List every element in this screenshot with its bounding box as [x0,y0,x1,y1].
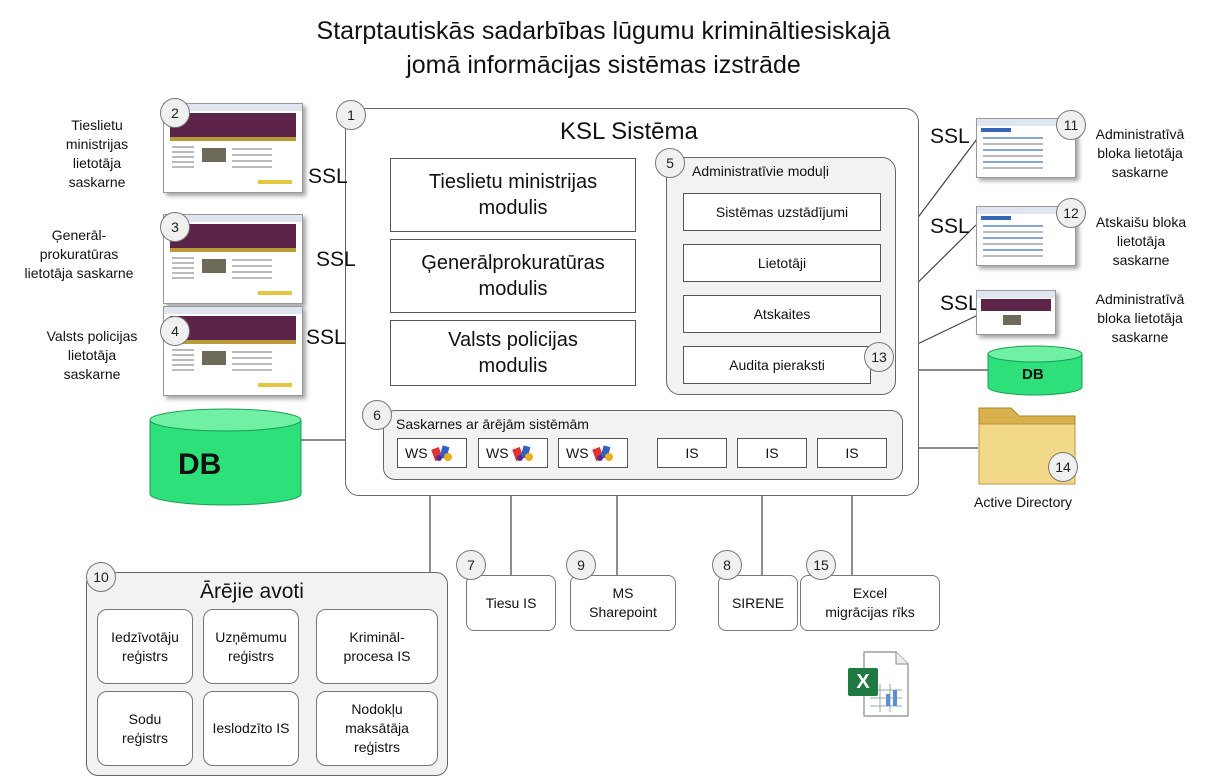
ssl-label-2: SSL [316,248,356,271]
caption-admin-ui-1: Administratīvā bloka lietotāja saskarne [1095,126,1185,180]
caption-reports-ui: Atskaišu bloka lietotāja saskarne [1095,214,1187,268]
active-directory-label: Active Directory [974,494,1073,510]
ssl-label-3: SSL [306,326,346,349]
badge-2: 2 [160,98,190,128]
badge-5: 5 [655,148,685,178]
web-service-icon [591,445,613,462]
caption-tieslietu-ui: Tieslietu ministrijas lietotāja saskarne [65,117,129,190]
web-service-icon [430,445,452,462]
source-iedzivotaju-registrs[interactable]: Iedzīvotāju reģistrs [97,609,193,684]
badge-12: 12 [1056,198,1086,228]
admin-item-settings[interactable]: Sistēmas uzstādījumi [683,193,881,231]
ws-label: WS [486,445,509,461]
caption-generalprokuratura-ui: Ģenerāl- prokuratūras lietotāja saskarne [24,227,134,281]
module-generalprokuratura[interactable]: Ģenerālprokuratūras modulis [390,239,636,313]
ws-interface-3[interactable]: WS [558,438,628,468]
external-interfaces-container [383,410,903,480]
external-sources-title: Ārējie avoti [200,580,304,603]
excel-icon: X [848,651,909,717]
system-ms-sharepoint[interactable]: MS Sharepoint [570,575,676,631]
badge-10: 10 [86,562,116,592]
small-db-label: DB [1022,366,1044,383]
badge-3: 3 [160,212,190,242]
diagram-title-line2: jomā informācijas sistēmas izstrāde [406,51,801,79]
badge-15: 15 [806,550,836,580]
system-tiesu-is[interactable]: Tiesu IS [466,575,556,631]
web-service-icon [511,445,533,462]
is-interface-1[interactable]: IS [657,438,727,468]
source-uznemumu-registrs[interactable]: Uzņēmumu reģistrs [203,609,299,684]
screenshot-admin-ui-2 [976,290,1056,335]
badge-11: 11 [1056,110,1086,140]
main-db-label: DB [178,448,222,481]
module-valsts-policija[interactable]: Valsts policijas modulis [390,320,636,386]
badge-4: 4 [160,316,190,346]
ws-interface-2[interactable]: WS [478,438,548,468]
is-interface-2[interactable]: IS [737,438,807,468]
source-nodoklu-maksataja-registrs[interactable]: Nodokļu maksātāja reģistrs [316,691,438,766]
admin-modules-title: Administratīvie moduļi [692,163,829,179]
badge-1: 1 [336,100,366,130]
diagram-title-line1: Starptautiskās sadarbības lūgumu kriminā… [316,17,891,45]
external-interfaces-title: Saskarnes ar ārējām sistēmām [396,416,589,432]
admin-item-reports[interactable]: Atskaites [683,295,881,333]
ssl-label-1: SSL [308,165,348,188]
module-tieslietu[interactable]: Tieslietu ministrijas modulis [390,158,636,232]
badge-6: 6 [362,400,392,430]
small-database-icon [987,345,1083,396]
admin-item-users[interactable]: Lietotāji [683,244,881,282]
source-kriminalprocesa-is[interactable]: Krimināl- procesa IS [316,609,438,684]
badge-14: 14 [1048,452,1078,482]
badge-7: 7 [456,550,486,580]
is-interface-3[interactable]: IS [817,438,887,468]
admin-item-audit[interactable]: Audita pieraksti [683,346,871,384]
ksl-system-title: KSL Sistēma [560,118,698,145]
ssl-label-13: SSL [940,292,980,315]
system-sirene[interactable]: SIRENE [718,575,798,631]
badge-13: 13 [864,342,894,372]
ssl-label-12: SSL [930,215,970,238]
main-database-icon [149,408,302,506]
source-ieslodzito-is[interactable]: Ieslodzīto IS [203,691,299,766]
badge-8: 8 [712,550,742,580]
source-sodu-registrs[interactable]: Sodu reģistrs [97,691,193,766]
ssl-label-11: SSL [930,125,970,148]
system-excel-migration-tool[interactable]: Excel migrācijas rīks [800,575,940,631]
ws-label: WS [405,445,428,461]
ws-interface-1[interactable]: WS [397,438,467,468]
caption-policija-ui: Valsts policijas lietotāja saskarne [46,328,138,382]
svg-text:X: X [856,671,870,693]
caption-admin-ui-2: Administratīvā bloka lietotāja saskarne [1095,291,1185,345]
badge-9: 9 [566,550,596,580]
ws-label: WS [566,445,589,461]
